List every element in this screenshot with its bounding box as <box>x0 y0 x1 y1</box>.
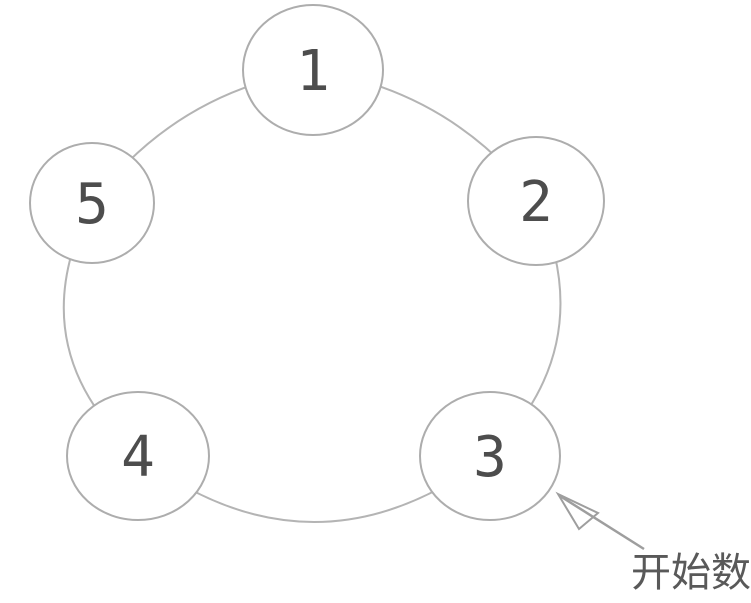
arrow-head-icon <box>555 491 600 531</box>
node-3-label: 3 <box>473 425 507 490</box>
cycle-node-3: 3 <box>419 391 561 521</box>
annotation-arrow <box>555 491 645 551</box>
node-2-label: 2 <box>519 170 553 235</box>
cycle-node-5: 5 <box>29 142 155 264</box>
cycle-node-2: 2 <box>467 136 605 266</box>
node-3-circle <box>419 391 561 521</box>
node-4-label: 4 <box>121 425 155 490</box>
node-4-circle <box>66 391 210 521</box>
cycle-node-1: 1 <box>242 4 384 136</box>
node-5-circle <box>29 142 155 264</box>
node-1-circle <box>242 4 384 136</box>
annotation-label: 开始数 <box>631 550 751 596</box>
node-1-label: 1 <box>296 39 330 104</box>
node-5-label: 5 <box>75 172 109 237</box>
arrow-shaft <box>559 494 645 551</box>
node-2-circle <box>467 136 605 266</box>
cycle-node-4: 4 <box>66 391 210 521</box>
